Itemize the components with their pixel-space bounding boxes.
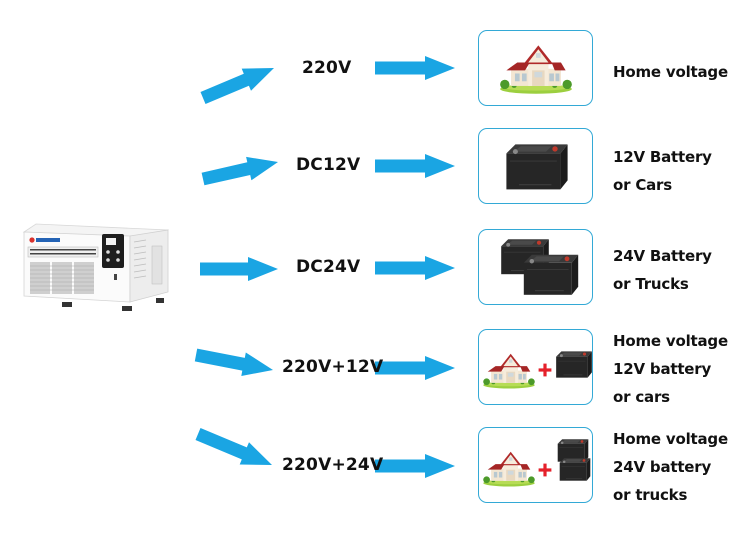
description-home-24v: Home voltage 24V battery or trucks [613, 425, 728, 509]
mode-label-dc24v: DC24V [296, 257, 361, 277]
output-arrow-220v [375, 56, 455, 80]
description-line: 12V Battery [613, 148, 712, 166]
description-line: 24V battery [613, 458, 712, 476]
input-arrow-220v [200, 68, 274, 104]
house-icon [481, 446, 537, 490]
car-battery-icon [553, 344, 593, 384]
description-line: Home voltage [613, 332, 728, 350]
description-line: Home voltage [613, 63, 728, 81]
power-source-card-home-plus-12v [478, 329, 593, 405]
mode-label-dc12v: DC12V [296, 155, 361, 175]
plus-icon [537, 362, 553, 378]
output-arrow-dc24v [375, 256, 455, 280]
description-12v: 12V Battery or Cars [613, 143, 712, 199]
output-arrow-dc12v [375, 154, 455, 178]
plus-icon [537, 462, 553, 478]
description-home-12v: Home voltage 12V battery or cars [613, 327, 728, 411]
description-24v: 24V Battery or Trucks [613, 242, 712, 298]
description-line: or cars [613, 388, 670, 406]
mode-label-220v: 220V [302, 58, 352, 78]
description-line: Home voltage [613, 430, 728, 448]
car-battery-icon [501, 133, 573, 199]
input-arrow-220v-12v [194, 348, 273, 376]
battery-front-icon [519, 246, 583, 302]
power-source-card-24v-battery [478, 229, 593, 305]
power-source-card-12v-battery [478, 128, 593, 204]
house-icon [497, 37, 575, 99]
power-source-card-home [478, 30, 593, 106]
description-home: Home voltage [613, 58, 728, 86]
description-line: 24V Battery [613, 247, 712, 265]
mode-label-220v-12v: 220V+12V [282, 357, 384, 377]
battery-front-icon [557, 452, 593, 486]
description-line: 12V battery [613, 360, 712, 378]
input-arrow-220v-24v [195, 428, 272, 465]
mode-label-220v-24v: 220V+24V [282, 455, 384, 475]
description-line: or Cars [613, 176, 672, 194]
output-arrow-220v-12v [375, 356, 455, 380]
house-icon [481, 348, 537, 392]
window-air-conditioner-icon [22, 223, 170, 311]
input-arrow-dc12v [201, 156, 278, 186]
air-conditioner-unit [18, 222, 178, 314]
output-arrow-220v-24v [375, 454, 455, 478]
power-source-card-home-plus-24v [478, 427, 593, 503]
description-line: or Trucks [613, 275, 689, 293]
input-arrow-dc24v [200, 257, 278, 281]
description-line: or trucks [613, 486, 688, 504]
